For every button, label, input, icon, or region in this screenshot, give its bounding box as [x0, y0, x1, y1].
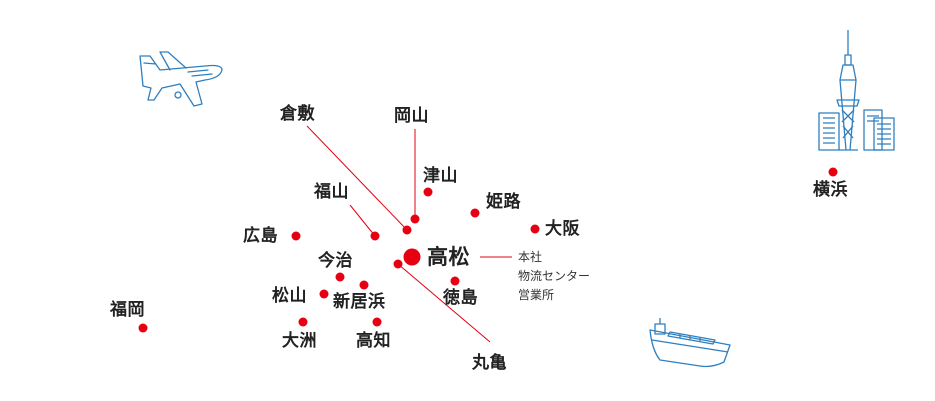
city-label-niihama: 新居浜 [333, 292, 386, 312]
dot-tokushima [450, 276, 460, 286]
dot-fukuyama [370, 231, 380, 241]
cargo-ship-icon [649, 318, 731, 368]
dot-kurashiki [402, 225, 412, 235]
dot-takamatsu [403, 248, 421, 266]
dot-kochi [372, 317, 382, 327]
sky-tower-icon [818, 30, 895, 151]
dot-yokohama [828, 167, 838, 177]
city-label-osaka: 大阪 [545, 219, 580, 239]
city-label-himeji: 姫路 [486, 192, 521, 212]
dot-fukuoka [138, 323, 148, 333]
leader-line-fukuyama [349, 204, 376, 237]
dot-okayama [410, 214, 420, 224]
leader-line-marugame [397, 263, 491, 343]
city-label-yokohama: 横浜 [813, 180, 848, 200]
city-label-tsuyama: 津山 [423, 166, 458, 186]
city-label-takamatsu: 高松 [427, 245, 470, 269]
dot-himeji [470, 208, 480, 218]
city-label-fukuoka: 福岡 [110, 300, 145, 320]
city-label-okayama: 岡山 [394, 106, 429, 126]
dot-osaka [530, 224, 540, 234]
dot-hiroshima [291, 231, 301, 241]
hq-note-headquarters: 本社 [518, 250, 543, 264]
dot-ozu [298, 317, 308, 327]
city-label-ozu: 大洲 [282, 331, 317, 351]
airplane-icon [139, 51, 223, 107]
hq-note-sales-office: 営業所 [518, 288, 555, 302]
office-dots [138, 167, 838, 333]
dot-imabari [335, 272, 345, 282]
hq-note-logistics-center: 物流センター [518, 269, 591, 283]
city-label-kochi: 高知 [356, 331, 391, 351]
city-label-fukuyama: 福山 [314, 182, 349, 202]
dot-matsuyama [319, 289, 329, 299]
city-label-imabari: 今治 [318, 251, 353, 271]
city-label-kurashiki: 倉敷 [280, 104, 315, 124]
leader-line-kurashiki [306, 125, 408, 231]
leader-lines [306, 125, 512, 343]
city-label-tokushima: 徳島 [443, 288, 478, 308]
city-label-hiroshima: 広島 [243, 226, 278, 246]
dot-marugame [393, 259, 403, 269]
dot-tsuyama [423, 187, 433, 197]
city-label-marugame: 丸亀 [472, 353, 507, 373]
dot-niihama [359, 280, 369, 290]
city-label-matsuyama: 松山 [272, 286, 307, 306]
